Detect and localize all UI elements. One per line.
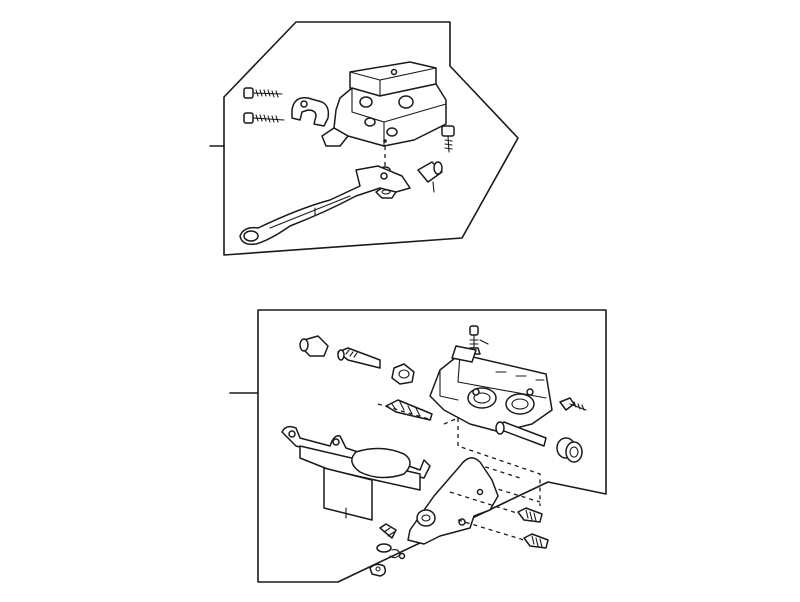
brake-switch-icon bbox=[417, 161, 443, 193]
caliper-bolt-icon bbox=[559, 397, 587, 411]
assembly-axis-line bbox=[377, 403, 433, 421]
master-cylinder-panel bbox=[209, 21, 519, 256]
mounting-bolt-lower-icon bbox=[457, 519, 549, 549]
brake-lever-icon bbox=[239, 165, 411, 246]
mounting-bolt-upper-icon bbox=[449, 491, 543, 523]
caliper-bracket-icon bbox=[407, 457, 499, 545]
brake-caliper-panel bbox=[229, 309, 607, 583]
banjo-bolt-icon bbox=[441, 125, 455, 153]
retaining-clip-icon bbox=[369, 563, 387, 577]
spring-coil-icon bbox=[376, 543, 406, 560]
master-cylinder-body-icon bbox=[321, 83, 447, 147]
panel-outline bbox=[223, 21, 519, 256]
piston-pin-icon bbox=[495, 421, 547, 447]
panel-outline bbox=[257, 309, 607, 583]
spring-clip-icon bbox=[385, 399, 433, 421]
pad-pin-screw-icon bbox=[379, 523, 397, 539]
screw-lower-icon bbox=[243, 112, 285, 124]
slide-pin-icon bbox=[337, 347, 381, 369]
brake-pad-icon bbox=[281, 425, 431, 521]
bushing-icon bbox=[391, 363, 415, 385]
screw-upper-icon bbox=[243, 87, 283, 99]
pin-boot-icon bbox=[299, 335, 329, 357]
seal-ring-icon bbox=[556, 437, 583, 463]
clamp-bracket-icon bbox=[291, 97, 330, 127]
caliper-body-icon bbox=[429, 345, 553, 433]
